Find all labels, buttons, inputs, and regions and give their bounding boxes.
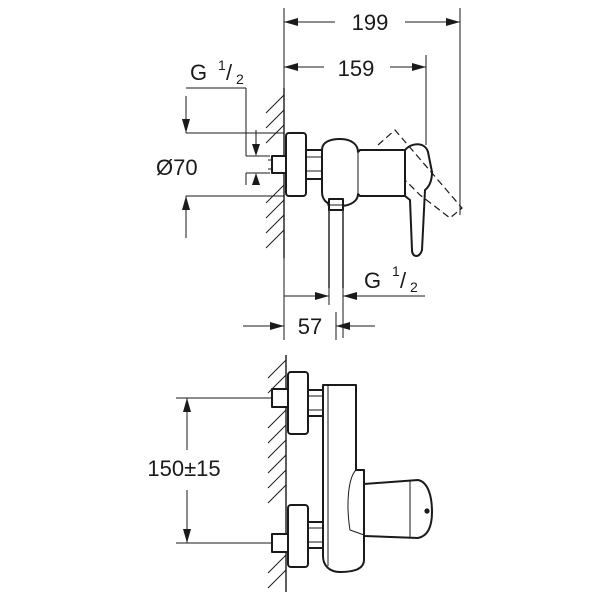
inlet-thread-den: 2	[236, 71, 244, 87]
inlet-stub-top	[271, 155, 287, 174]
dimension-150: 150±15	[147, 397, 272, 544]
dim-label-57: 57	[298, 314, 322, 339]
outlet-thread-slash: /	[400, 268, 407, 293]
side-elevation	[265, 88, 463, 338]
lower-nut	[307, 521, 324, 549]
dimension-diameter: Ø70	[156, 96, 284, 238]
handle-front	[363, 479, 433, 539]
nut-top	[305, 149, 323, 180]
outlet-thread-den: 2	[410, 279, 418, 295]
handle-marker	[424, 508, 430, 514]
dimension-57: 57	[243, 258, 375, 340]
body-notch	[347, 469, 365, 536]
upper-flange	[287, 371, 309, 435]
dim-label-150: 150±15	[147, 456, 220, 481]
inlet-thread-slash: /	[226, 60, 233, 85]
dimension-199: 199	[283, 8, 461, 215]
dim-label-199: 199	[352, 10, 389, 35]
dim-label-159: 159	[338, 56, 375, 81]
wall-flange-top	[285, 132, 307, 197]
outlet-thread-num: 1	[392, 263, 400, 279]
inlet-thread-num: 1	[218, 57, 226, 73]
inlet-thread-base: G	[190, 60, 207, 85]
upper-nut	[307, 389, 324, 417]
front-elevation	[267, 355, 433, 592]
lower-inlet-stub	[271, 533, 289, 553]
upper-inlet-stub	[271, 388, 289, 408]
dim-label-diameter: Ø70	[156, 155, 198, 180]
mixer-body-top	[321, 138, 406, 207]
dimension-outlet-thread: G 1 / 2	[284, 263, 425, 300]
dimension-inlet-thread: G 1 / 2	[186, 57, 247, 156]
handle-rotated-outline	[377, 129, 463, 219]
outlet-thread-base: G	[364, 268, 381, 293]
lower-flange	[287, 504, 309, 568]
mixer-body-front	[322, 384, 365, 573]
handle-top	[404, 143, 433, 257]
dimension-159: 159	[284, 55, 427, 145]
